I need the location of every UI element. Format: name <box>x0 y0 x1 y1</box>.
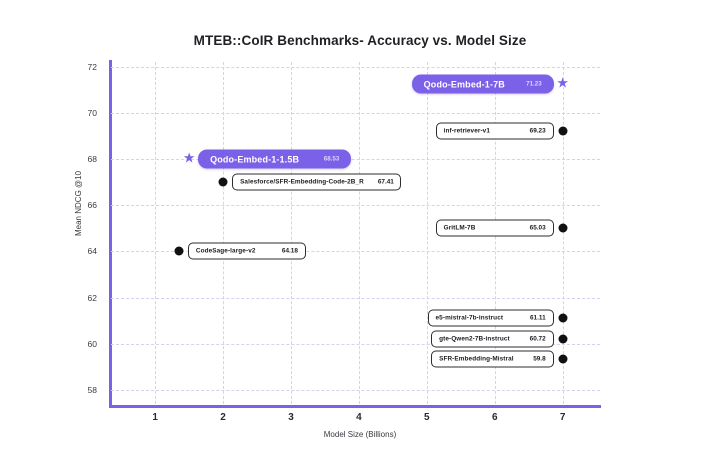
data-point-dot-marker[interactable] <box>218 177 228 187</box>
data-point-label[interactable]: GritLM-7B 65.03 <box>435 219 554 237</box>
gridline-vertical <box>358 62 360 404</box>
data-point-dot-marker[interactable] <box>558 223 568 233</box>
y-axis-tick-label: 60 <box>87 338 97 349</box>
x-axis-tick-label: 1 <box>152 412 158 423</box>
x-axis-tick-label: 5 <box>424 412 430 423</box>
dot-icon <box>218 177 228 187</box>
data-point-star-marker[interactable]: ★ <box>182 149 196 166</box>
y-axis-tick-label: 70 <box>87 107 97 118</box>
data-point-value: 71.23 <box>526 80 542 88</box>
data-point-dot-marker[interactable] <box>558 334 568 344</box>
gridline-vertical <box>155 62 157 404</box>
data-point-label[interactable]: gte-Qwen2-7B-instruct 60.72 <box>431 330 554 348</box>
data-point-label[interactable]: CodeSage-large-v2 64.18 <box>187 242 306 260</box>
data-point-value: 69.23 <box>529 127 546 135</box>
star-icon: ★ <box>556 74 569 91</box>
data-point-value: 60.72 <box>529 335 546 343</box>
data-point-name: inf-retriever-v1 <box>443 127 490 135</box>
gridline-horizontal <box>111 390 600 392</box>
data-point-label[interactable]: inf-retriever-v1 69.23 <box>435 122 554 140</box>
data-point-value: 65.03 <box>529 224 546 232</box>
dot-icon <box>558 334 568 344</box>
star-icon: ★ <box>182 149 196 166</box>
data-point-dot-marker[interactable] <box>174 246 184 256</box>
data-point-value: 59.8 <box>533 355 546 363</box>
data-point-label[interactable]: e5-mistral-7b-instruct 61.11 <box>427 309 554 327</box>
x-axis-title: Model Size (Billions) <box>323 430 397 439</box>
gridline-vertical <box>426 62 428 404</box>
y-axis-tick-label: 72 <box>87 61 97 72</box>
data-point-dot-marker[interactable] <box>558 313 568 323</box>
data-point-label[interactable]: Qodo-Embed-1-1.5B 68.53 <box>198 149 352 169</box>
gridline-horizontal <box>111 205 600 207</box>
data-point-value: 67.41 <box>377 178 394 186</box>
gridline-horizontal <box>111 66 600 68</box>
data-point-name: SFR-Embedding-Mistral <box>439 355 514 363</box>
gridline-vertical <box>290 62 292 404</box>
chart-title: MTEB::CoIR Benchmarks- Accuracy vs. Mode… <box>193 33 527 48</box>
x-axis-tick-label: 4 <box>356 412 362 423</box>
data-point-star-marker[interactable]: ★ <box>556 74 570 91</box>
data-point-value: 64.18 <box>281 247 298 255</box>
data-point-label[interactable]: SFR-Embedding-Mistral 59.8 <box>431 350 554 368</box>
gridline-horizontal <box>111 251 600 253</box>
x-axis-line <box>109 405 601 408</box>
dot-icon <box>558 313 568 323</box>
y-axis-line <box>109 60 112 408</box>
x-axis-tick-label: 3 <box>288 412 294 423</box>
dot-icon <box>174 246 184 256</box>
gridline-vertical <box>223 62 225 404</box>
y-axis-tick-label: 66 <box>87 200 97 211</box>
x-axis-tick-label: 7 <box>559 412 566 423</box>
data-point-name: GritLM-7B <box>443 224 476 232</box>
data-point-value: 68.53 <box>323 155 340 163</box>
data-point-name: Qodo-Embed-1-7B <box>423 79 505 90</box>
y-axis-tick-label: 58 <box>87 385 97 396</box>
gridline-horizontal <box>111 112 600 114</box>
data-point-name: e5-mistral-7b-instruct <box>435 314 504 322</box>
plot-area: ★ Qodo-Embed-1-7B 71.23 inf-retriever-v1 69.… <box>111 62 600 404</box>
gridline-horizontal <box>111 159 600 161</box>
dot-icon <box>558 354 568 364</box>
x-axis-tick-label: 2 <box>220 412 226 423</box>
data-point-name: CodeSage-large-v2 <box>195 247 256 255</box>
dot-icon <box>558 223 568 233</box>
dot-icon <box>558 126 568 136</box>
gridline-vertical <box>562 62 564 404</box>
y-axis-tick-label: 62 <box>87 292 97 303</box>
data-point-name: gte-Qwen2-7B-instruct <box>439 335 510 343</box>
y-axis-tick-label: 68 <box>87 154 97 165</box>
data-point-label[interactable]: Salesforce/SFR-Embedding-Code-2B_R 67.41 <box>232 173 401 191</box>
data-point-name: Qodo-Embed-1-1.5B <box>210 154 300 165</box>
data-point-label[interactable]: Qodo-Embed-1-7B 71.23 <box>411 74 554 94</box>
gridline-horizontal <box>111 343 600 345</box>
y-axis-tick-label: 64 <box>87 246 97 257</box>
x-axis-tick-label: 6 <box>491 412 498 423</box>
gridline-horizontal <box>111 297 600 299</box>
data-point-dot-marker[interactable] <box>558 354 568 364</box>
data-point-value: 61.11 <box>529 314 546 322</box>
data-point-name: Salesforce/SFR-Embedding-Code-2B_R <box>240 178 364 186</box>
data-point-dot-marker[interactable] <box>558 126 568 136</box>
